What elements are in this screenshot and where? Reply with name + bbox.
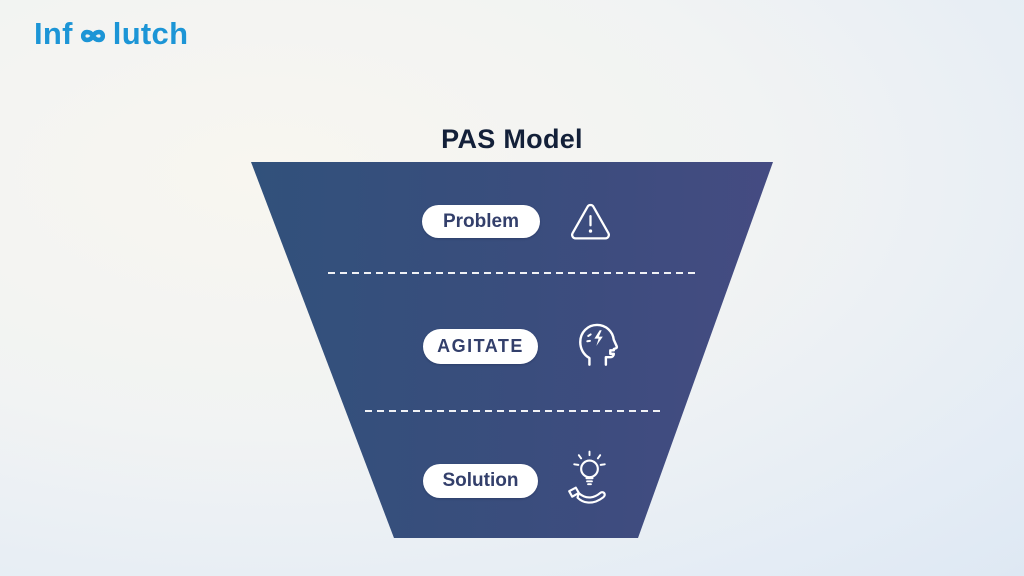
stage-pill-agitate: AGITATE: [423, 329, 538, 364]
stage-label-problem: Problem: [442, 210, 520, 232]
stage-label-agitate: AGITATE: [437, 336, 524, 356]
hand-holding-lightbulb-icon: [568, 450, 606, 504]
page-title: PAS Model: [441, 124, 583, 154]
agitated-head-lightning-icon: [579, 323, 619, 366]
stage-pill-problem: Problem: [422, 205, 540, 238]
stage-label-solution: Solution: [442, 470, 519, 491]
stage-divider: [365, 410, 662, 412]
infinity-ligature-icon: [80, 29, 105, 43]
pas-funnel: Problem AGITATE Solution: [251, 162, 773, 538]
logo-text-prefix: Inf: [34, 16, 73, 51]
stage-pill-solution: Solution: [423, 464, 538, 498]
stage-divider: [328, 272, 697, 274]
warning-triangle-icon: [571, 204, 610, 240]
logo-text-suffix: lutch: [112, 16, 189, 51]
infoclutch-logo: Inf lutch: [34, 16, 188, 52]
